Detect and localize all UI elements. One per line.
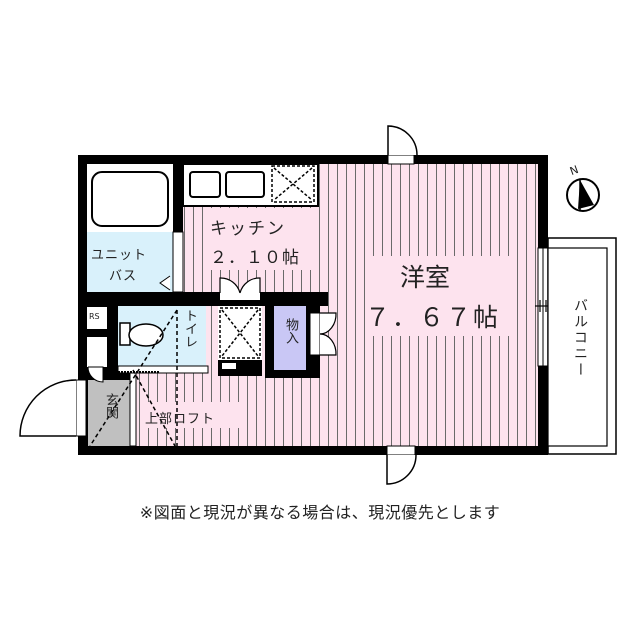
western-room-label: 洋室 [400,263,451,292]
sink-left [189,171,221,198]
storage-floor [274,306,306,370]
loft-label: 上部ロフト [145,412,216,427]
entrance-floor [88,380,130,446]
balcony-label: バルコニー [572,298,588,378]
entrance-label: 玄関 [103,393,118,419]
toilet-label: トイレ [182,309,197,348]
unit-bath-label-1: ユニット [91,248,148,263]
western-room-size: ７．６７帖 [365,303,501,332]
unit-bath-floor [87,232,173,292]
kitchen-size: ２．１０帖 [210,248,300,268]
compass-icon [566,178,600,212]
sink-right [225,171,265,198]
toilet-bowl [128,323,164,347]
bathtub [91,171,169,227]
kitchen-label: キッチン [210,219,286,239]
disclaimer-caption: ※図面と現況が異なる場合は、現況優先とします [139,503,501,522]
unit-bath-label-2: バス [109,269,138,284]
shoe-rack-label: RS [89,312,100,321]
shoe-rack [87,307,107,329]
storage-label: 物入 [283,318,298,344]
